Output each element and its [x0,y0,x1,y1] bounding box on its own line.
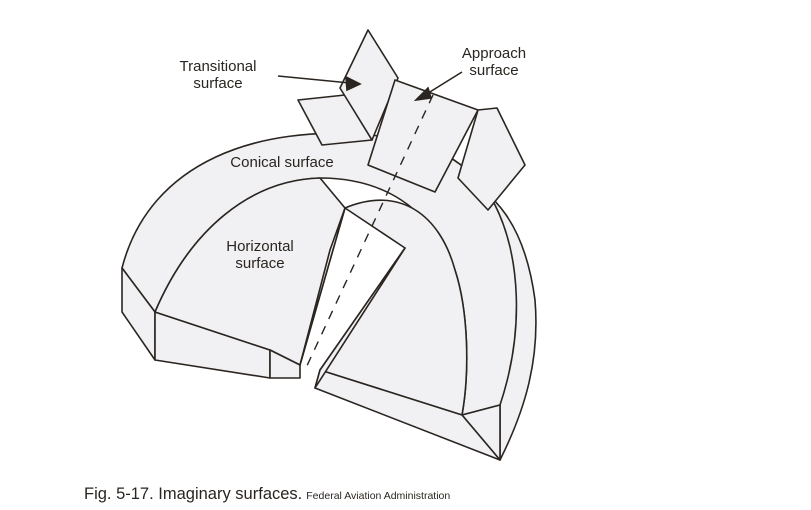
approach-label-line1: Approach [461,45,527,62]
approach-arrowhead [413,86,433,102]
horizontal-label-line1: Horizontal [226,238,294,255]
approach-surface-label: Approach surface [455,45,533,79]
horizontal-left-edge [269,349,301,379]
transitional-label-line2: surface [193,75,243,92]
transitional-wing-right [457,107,526,211]
transitional-leader [277,75,351,84]
transitional-arrowhead [345,75,362,92]
runway-slot-left [299,207,346,366]
caption-credit: Federal Aviation Administration [306,490,451,502]
transitional-surface-label: Transitional surface [176,58,260,92]
runway-slot-right [314,247,406,389]
transitional-wing-left [339,29,399,141]
approach-surface [367,79,479,193]
horizontal-surface-left [154,177,346,366]
figure-caption: Fig. 5-17. Imaginary surfaces.Federal Av… [84,485,450,504]
approach-label-line2: surface [469,62,519,79]
approach-leader [424,71,463,96]
horizontal-surface-right [319,199,468,416]
horizontal-label-line2: surface [235,255,285,272]
caption-text: Fig. 5-17. Imaginary surfaces. [84,485,303,503]
transitional-label-line1: Transitional [179,58,257,75]
horizontal-surface-label: Horizontal surface [222,238,298,272]
conical-surface-label: Conical surface [230,154,334,171]
